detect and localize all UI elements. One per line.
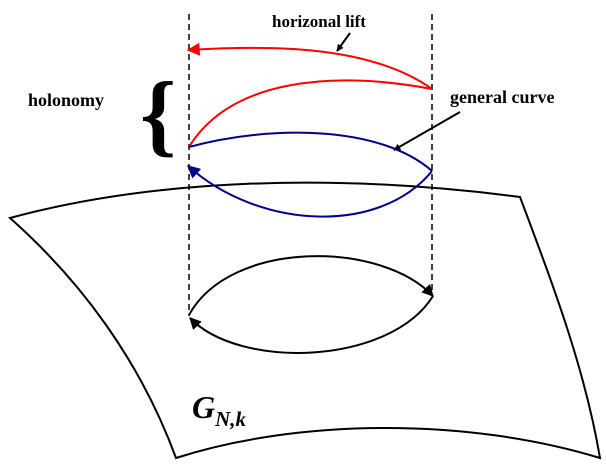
general-curve-lower bbox=[187, 165, 433, 218]
general-curve-upper bbox=[188, 131, 433, 172]
general-curve-label: general curve bbox=[450, 87, 554, 107]
base-loop-lower bbox=[189, 295, 434, 354]
manifold-surface bbox=[7, 181, 602, 460]
lift-curve-lower bbox=[188, 79, 433, 148]
manifold-name: GN,k bbox=[192, 389, 247, 431]
manifold-name-main: G bbox=[192, 389, 215, 425]
holonomy-brace: { bbox=[140, 63, 176, 165]
manifold-name-subscript: N,k bbox=[214, 407, 246, 431]
lift-curve-upper bbox=[186, 42, 433, 90]
holonomy-label: holonomy bbox=[28, 90, 104, 110]
horizontal-lift-label: horizonal lift bbox=[272, 12, 366, 31]
base-loop-upper bbox=[188, 255, 434, 316]
general-curve-pointer bbox=[393, 111, 461, 151]
horizontal-lift-pointer bbox=[336, 32, 351, 52]
